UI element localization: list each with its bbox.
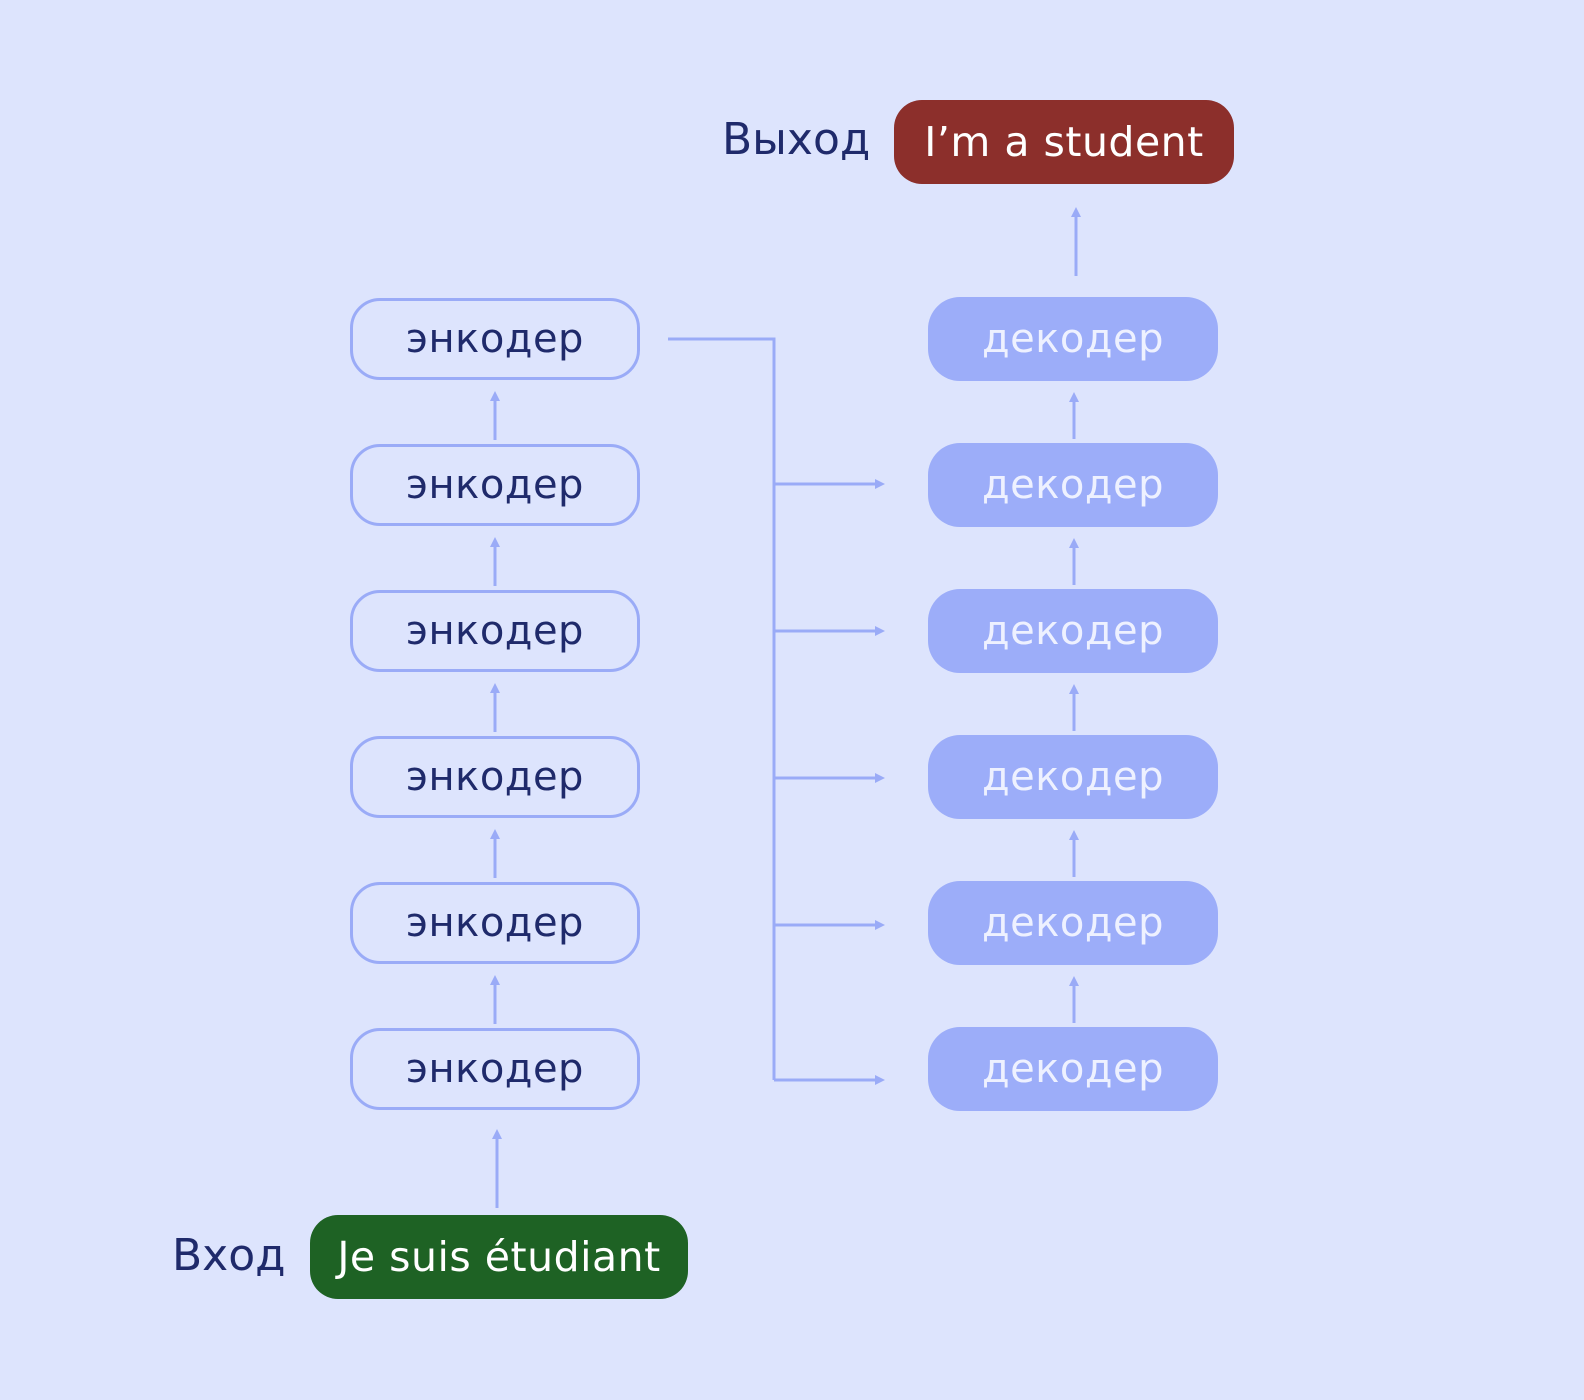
decoder-block-6: декодер [928,297,1218,381]
decoder-block-2: декодер [928,881,1218,965]
output-label: Выход [722,114,871,165]
encoder-output-bus [668,337,776,1080]
decoder-block-3: декодер [928,735,1218,819]
input-token-box: Je suis étudiant [310,1215,688,1299]
decoder-block-4: декодер [928,589,1218,673]
encoder-block-5: энкодер [350,444,640,526]
input-label: Вход [172,1230,286,1281]
decoder-block-5: декодер [928,443,1218,527]
encoder-block-4: энкодер [350,590,640,672]
encoder-block-6: энкодер [350,298,640,380]
encoder-block-2: энкодер [350,882,640,964]
decoder-block-1: декодер [928,1027,1218,1111]
output-token-box: I’m a student [894,100,1234,184]
encoder-block-3: энкодер [350,736,640,818]
encoder-block-1: энкодер [350,1028,640,1110]
